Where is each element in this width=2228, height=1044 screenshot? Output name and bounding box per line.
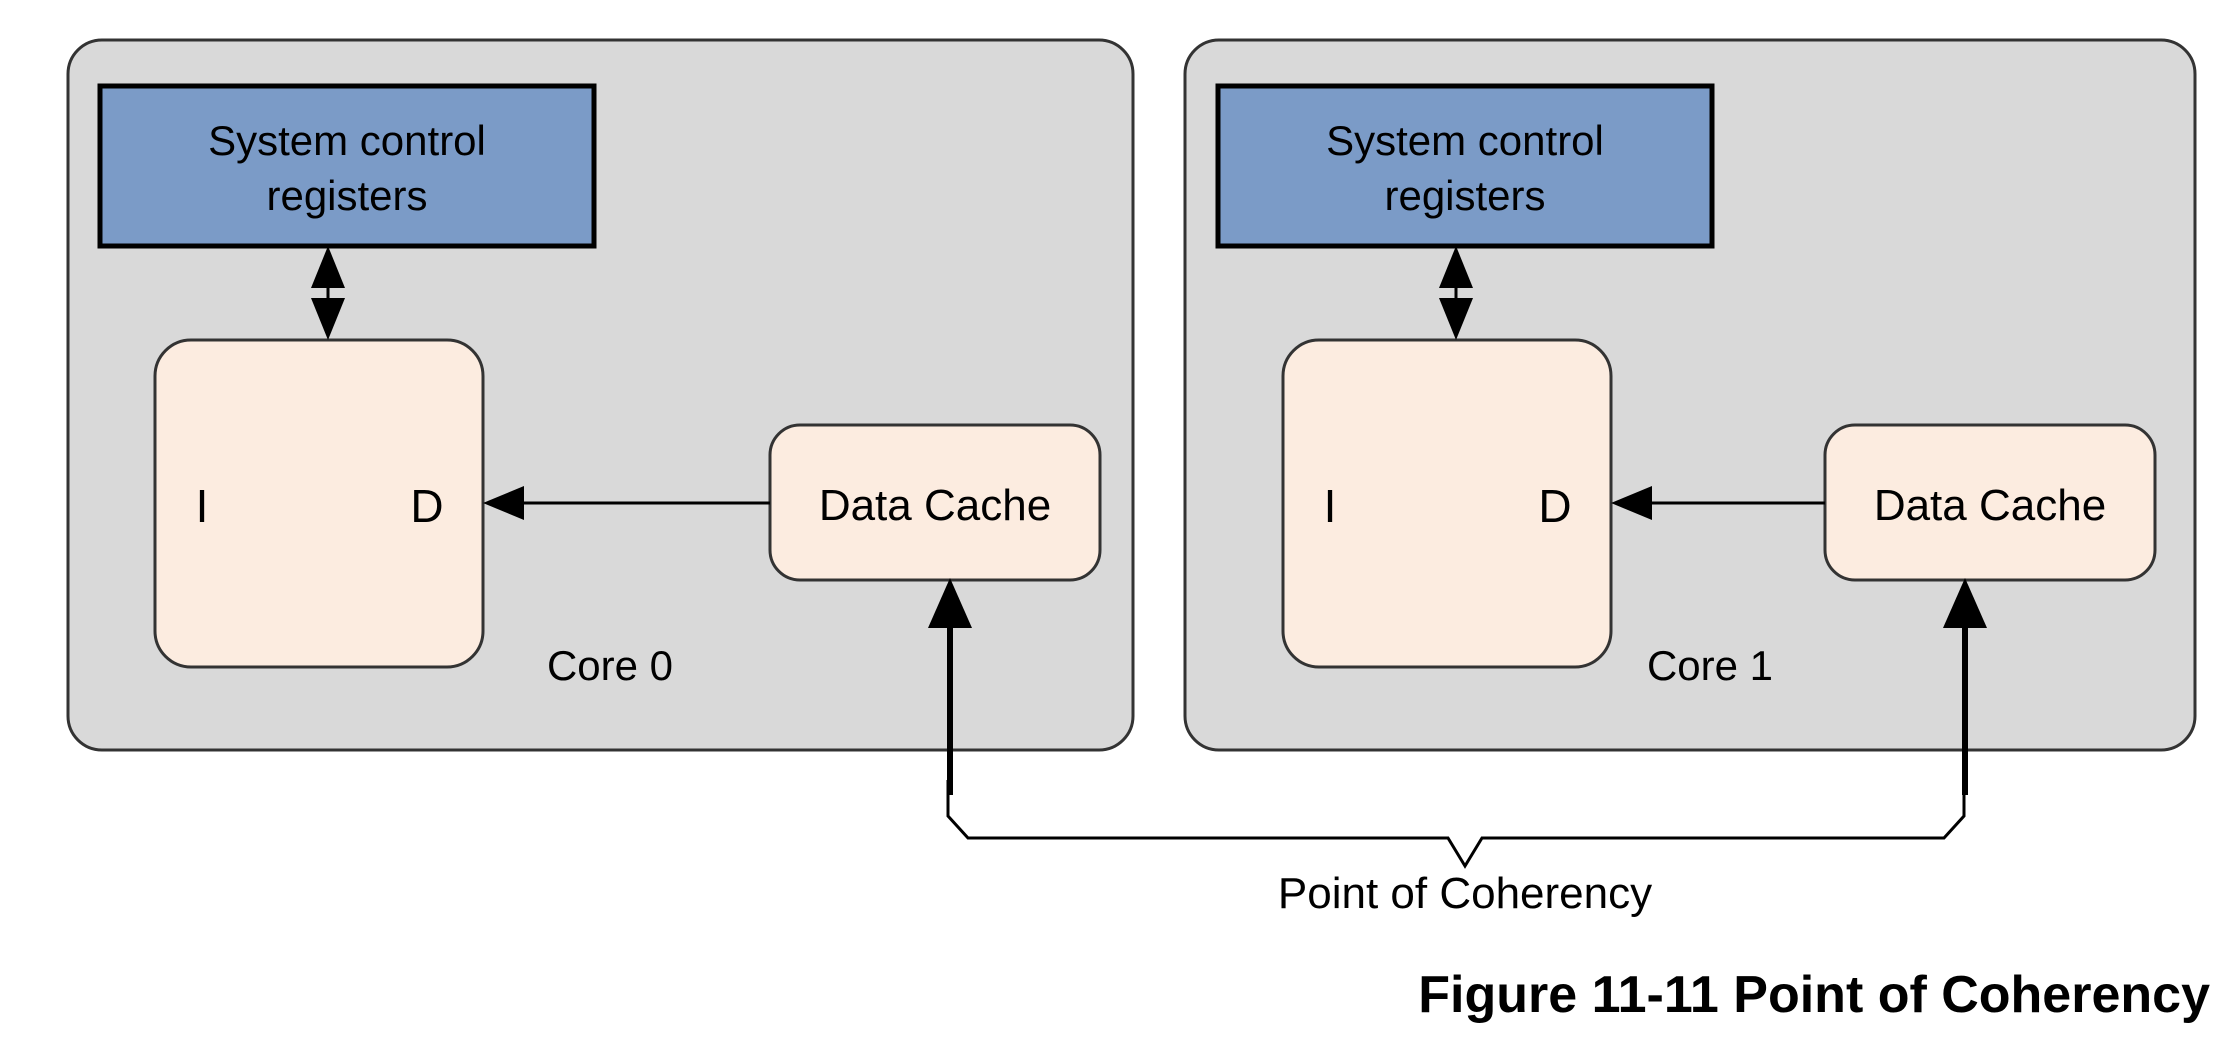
core-0-id-unit-box	[153, 338, 485, 669]
core-1-coherency-to-cache-connector	[1943, 578, 1987, 795]
core-0-data-cache-label: Data Cache	[819, 481, 1051, 530]
core-1-id-unit-box	[1281, 338, 1613, 669]
core-0-coherency-to-cache-connector	[928, 578, 972, 795]
core-1-panel: System control registers I D Data Cache …	[1183, 38, 2197, 795]
core-1-cache-arrow-left-head	[1611, 486, 1652, 520]
coherency-brace-path	[946, 780, 1966, 869]
core-1-coherency-arrow-up-head	[1943, 578, 1987, 628]
core-0-scr-arrow-down-head	[311, 298, 345, 340]
core-0-coherency-arrow-up-head	[928, 578, 972, 628]
core-0-cache-arrow-left-head	[483, 486, 524, 520]
core-1-data-cache-label: Data Cache	[1874, 481, 2106, 530]
figure-caption: Figure 11-11 Point of Coherency	[1418, 966, 2210, 1024]
core-0-panel: System control registers I D Data Cache …	[66, 38, 1135, 795]
core-1-scr-label-line2: registers	[1384, 172, 1545, 219]
core-0-instruction-port-label: I	[196, 480, 209, 532]
core-0-data-port-label: D	[410, 480, 443, 532]
core-1-scr-label-line1: System control	[1326, 117, 1604, 164]
core-0-scr-to-id-connector	[311, 246, 345, 340]
core-1-cache-to-data-port-connector	[1611, 486, 1825, 520]
core-1-system-control-registers-box	[1215, 83, 1715, 249]
core-0-scr-label-line2: registers	[266, 172, 427, 219]
core-0-system-control-registers-box	[97, 83, 597, 249]
core-1-panel-label: Core 1	[1647, 642, 1773, 689]
core-0-scr-label-line1: System control	[208, 117, 486, 164]
core-1-scr-to-id-connector	[1439, 246, 1473, 340]
core-1-scr-arrow-down-head	[1439, 298, 1473, 340]
core-1-scr-arrow-up-head	[1439, 246, 1473, 288]
core-0-scr-arrow-up-head	[311, 246, 345, 288]
core-0-cache-to-data-port-connector	[483, 486, 770, 520]
point-of-coherency-label: Point of Coherency	[1278, 869, 1652, 918]
core-0-panel-label: Core 0	[547, 642, 673, 689]
core-1-instruction-port-label: I	[1324, 480, 1337, 532]
point-of-coherency-bus: Point of Coherency	[946, 780, 1966, 918]
core-1-data-port-label: D	[1538, 480, 1571, 532]
